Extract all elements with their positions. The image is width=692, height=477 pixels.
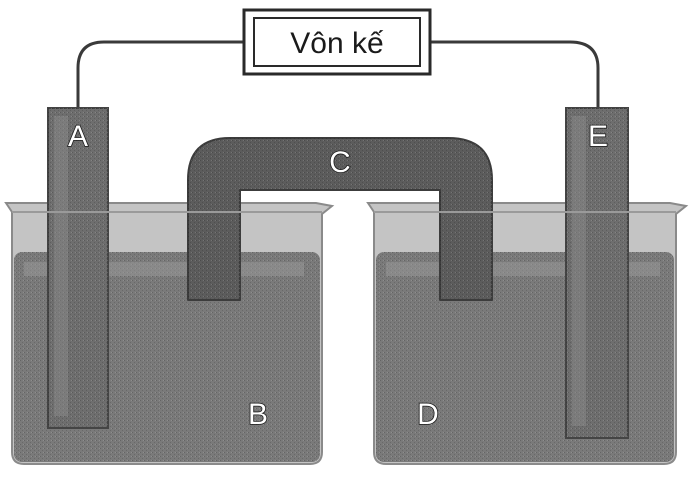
label-solution-left: B xyxy=(248,398,268,431)
beaker-right xyxy=(366,202,689,465)
label-solution-right: D xyxy=(417,398,439,431)
voltmeter-label: Vôn kế xyxy=(290,27,384,60)
voltmeter-box-inner xyxy=(253,17,421,67)
label-electrode-left: A xyxy=(68,120,88,153)
wire-right xyxy=(430,40,600,108)
electrode-left xyxy=(47,107,109,429)
electrode-right xyxy=(565,107,629,439)
label-salt-bridge: C xyxy=(329,146,351,179)
wire-left xyxy=(76,40,244,108)
label-electrode-right: E xyxy=(588,120,608,153)
voltmeter: Vôn kế xyxy=(242,8,432,76)
